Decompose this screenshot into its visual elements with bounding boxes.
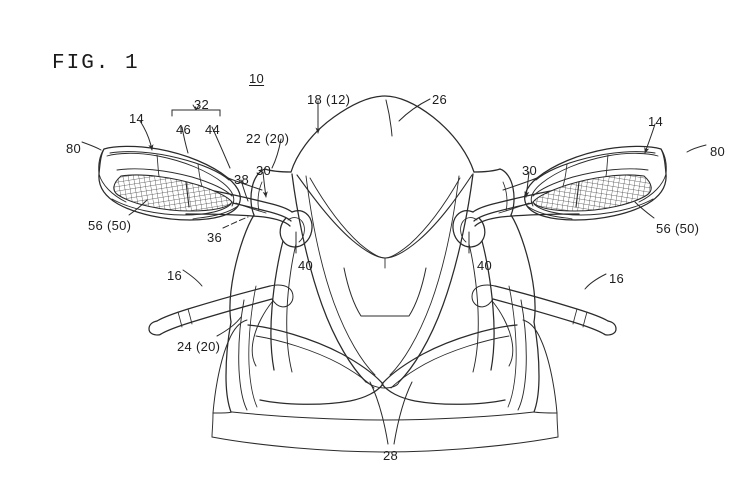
reference-label-44: 44 <box>205 122 221 137</box>
handlebar-right <box>471 284 617 367</box>
reference-label-36: 36 <box>207 230 223 245</box>
leader-lines <box>81 98 707 445</box>
mirror-housing-left <box>98 145 267 221</box>
reference-label-14-right: 14 <box>648 114 664 129</box>
reference-label-30-left: 30 <box>256 163 272 178</box>
reference-label-24-20: 24 (20) <box>177 339 221 354</box>
mirror-housing-right <box>498 145 667 221</box>
reference-label-26: 26 <box>432 92 448 107</box>
reference-label-40-right: 40 <box>477 258 493 273</box>
reference-label-16-right: 16 <box>609 271 625 286</box>
reference-label-56-50-left: 56 (50) <box>88 218 132 233</box>
handlebar-left <box>148 284 294 367</box>
reference-label-30-right: 30 <box>522 163 538 178</box>
reference-label-28: 28 <box>383 448 399 463</box>
reference-label-16-left: 16 <box>167 268 183 283</box>
mirror-stay-left <box>185 187 313 373</box>
reference-label-80-right: 80 <box>710 144 726 159</box>
reference-label-40-left: 40 <box>298 258 314 273</box>
reference-label-10: 10 <box>249 71 265 86</box>
reference-label-56-50-right: 56 (50) <box>656 221 700 236</box>
front-cowl-center <box>264 95 501 389</box>
reference-label-32: 32 <box>194 97 210 112</box>
reference-label-18-12: 18 (12) <box>307 92 351 107</box>
reference-label-80-left: 80 <box>66 141 82 156</box>
reference-label-14-left: 14 <box>129 111 145 126</box>
reference-label-38: 38 <box>234 172 250 187</box>
cowl-side-panels <box>225 168 540 413</box>
reference-label-46: 46 <box>176 122 192 137</box>
lower-cowl <box>211 319 559 453</box>
reference-label-22-20: 22 (20) <box>246 131 290 146</box>
figure-title: FIG. 1 <box>52 52 140 75</box>
